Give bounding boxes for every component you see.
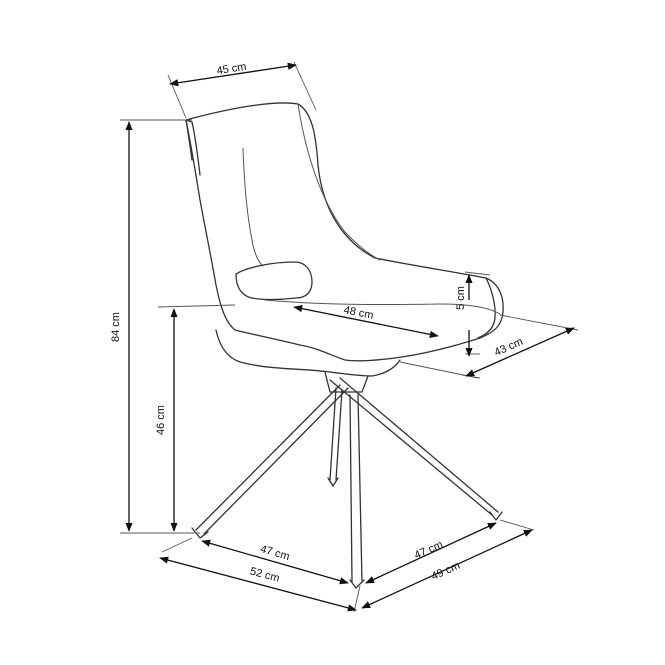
leg-back-right (329, 377, 499, 516)
chair-illustration (185, 102, 504, 589)
foot-front-left (191, 527, 209, 539)
label-total-height: 84 cm (110, 312, 122, 342)
dimension-lines (125, 62, 575, 612)
label-overall-width: 52 cm (249, 565, 281, 584)
label-base-front: 47 cm (259, 543, 291, 563)
label-overall-depth: 49 cm (430, 560, 462, 583)
label-seat-height: 46 cm (155, 405, 167, 435)
backrest-outline (185, 102, 504, 362)
dim-seat-side-depth (465, 327, 575, 377)
dim-seat-width (169, 62, 297, 87)
foot-back-left (327, 477, 339, 487)
dim-seat-depth (293, 305, 439, 338)
leg-front-left (195, 384, 349, 535)
dim-overall-width (159, 556, 357, 612)
label-armrest-height: 5 cm (455, 286, 467, 310)
dim-overall-depth (361, 529, 533, 609)
seat-underside (215, 329, 401, 377)
backrest-seam (242, 147, 264, 267)
backrest-side (185, 119, 201, 176)
backrest-inner-line (297, 103, 381, 261)
seat-front-edge (477, 277, 496, 339)
leg-back-left (329, 387, 343, 481)
dimension-labels: 45 cm 84 cm 46 cm 48 cm 5 cm 43 cm 47 cm… (110, 61, 525, 585)
foot-back-right (489, 511, 503, 521)
handle-cutout (235, 261, 313, 301)
extension-lines (120, 61, 579, 613)
leg-front-right (349, 394, 363, 583)
swivel-plate (324, 371, 369, 393)
label-seat-width: 45 cm (216, 61, 247, 78)
label-seat-depth: 48 cm (343, 304, 375, 321)
label-seat-side-depth: 43 cm (493, 336, 525, 359)
label-base-side: 47 cm (413, 539, 445, 562)
seat-top-seam (264, 299, 501, 315)
